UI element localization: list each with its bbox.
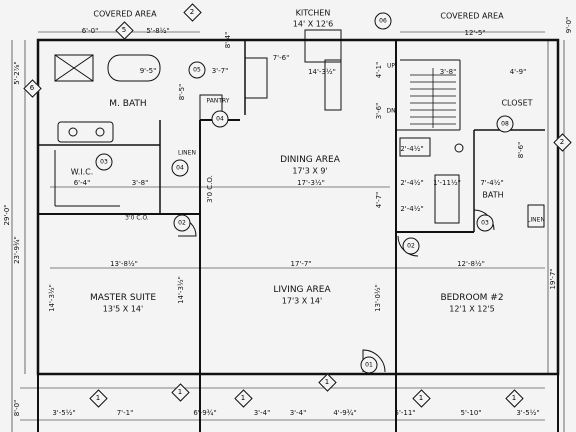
dim-6-4: 6'-4": [73, 179, 91, 187]
door-tag-01: 01: [360, 356, 378, 374]
dim-13-8: 13'-8½": [110, 260, 138, 268]
window-tag-1a: 1: [89, 389, 108, 408]
dim-v-4-1: 4'-1": [375, 61, 383, 79]
dim-6-0: 6'-0": [81, 27, 99, 35]
living-area-label: LIVING AREA: [273, 285, 331, 295]
door-tag-04b: 04: [171, 159, 189, 177]
dim-17-3: 17'-3½": [297, 179, 325, 187]
window-tag-1f: 1: [505, 389, 524, 408]
dim-v-5-2: 5'-2⅞": [13, 61, 21, 85]
dim-17-7: 17'-7": [290, 260, 312, 268]
door-tag-04a: 04: [211, 110, 229, 128]
dim-7-4: 7'-4½": [480, 179, 504, 187]
wic-label: W.I.C.: [70, 167, 94, 177]
dim-3-8b: 3'-8": [131, 179, 149, 187]
dim-v-19-7: 19'-7": [549, 268, 557, 290]
window-tag-5: 5: [115, 21, 134, 40]
linen-label-2: LINEN: [527, 216, 545, 224]
master-bath-label: M. BATH: [109, 99, 147, 109]
covered-area-left-label: COVERED AREA: [93, 9, 157, 19]
kitchen-label: KITCHEN: [295, 8, 331, 18]
master-suite-label: MASTER SUITE: [89, 293, 157, 303]
dining-area-label: DINING AREA: [280, 155, 340, 165]
dim-v-14-3b: 14'-3½": [177, 276, 185, 304]
bedroom-2-label: BEDROOM #2: [440, 293, 504, 303]
dim-12-8: 12'-8½": [457, 260, 485, 268]
door-tag-02b: 02: [402, 237, 420, 255]
dim-b-3-5b: 3'-5½": [516, 409, 540, 417]
window-tag-1b: 1: [171, 383, 190, 402]
dim-4-9: 4'-9": [509, 68, 527, 76]
dim-v-23: 23'-9¾": [13, 236, 21, 264]
linen-label-1: LINEN: [178, 149, 196, 157]
dim-12-5: 12'-5": [464, 29, 486, 37]
dim-v-29: 29'-0": [3, 204, 11, 226]
door-tag-06: 06: [374, 12, 392, 30]
dim-14-3: 14'-3½": [308, 68, 336, 76]
dim-v-9-0: 9'-0": [565, 16, 573, 34]
dim-2-4a: 2'-4½": [400, 145, 424, 153]
window-tag-2b: 2: [553, 133, 572, 152]
closet-label: CLOSET: [501, 98, 533, 108]
door-tag-03b: 03: [476, 214, 494, 232]
window-tag-1c: 1: [234, 389, 253, 408]
door-tag-02a: 02: [173, 214, 191, 232]
dim-v-8-4: 8'-4": [224, 31, 232, 49]
door-tag-05: 05: [188, 61, 206, 79]
window-tag-1d: 1: [318, 373, 337, 392]
dim-1-11: 1'-11½": [433, 179, 461, 187]
pantry-label: PANTRY: [206, 97, 230, 105]
dim-b-5-11: 5'-11": [394, 409, 416, 417]
dim-b-3-4b: 3'-4": [289, 409, 307, 417]
dim-v-13-0: 13'-0½": [374, 284, 382, 312]
dim-v-8: 8'-0": [13, 399, 21, 417]
stair-down-label: DN: [386, 107, 396, 115]
dim-b-6-9: 6'-9¾": [193, 409, 217, 417]
bath-label: BATH: [482, 190, 504, 200]
dim-v-14-3a: 14'-3½": [48, 284, 56, 312]
living-area-size: 17'3 X 14': [281, 296, 323, 306]
dining-area-size: 17'3 X 9': [292, 166, 328, 176]
dim-b-4-9: 4'-9¾": [333, 409, 357, 417]
dim-b-3-5: 3'-5½": [52, 409, 76, 417]
dim-b-3-4a: 3'-4": [253, 409, 271, 417]
dim-v-8-5: 8'-5": [178, 83, 186, 101]
dim-v-3-6: 3'-6": [375, 102, 383, 120]
dim-b-5-10: 5'-10": [460, 409, 482, 417]
dim-2-4c: 2'-4½": [400, 205, 424, 213]
dim-b-7-1: 7'-1": [116, 409, 134, 417]
dim-5-8: 5'-8½": [146, 27, 170, 35]
window-tag-6: 6: [23, 79, 42, 98]
dim-2-4b: 2'-4½": [400, 179, 424, 187]
window-tag-2a: 2: [183, 3, 202, 22]
dim-v-4-7: 4'-7": [375, 191, 383, 209]
dim-3-7: 3'-7": [211, 67, 229, 75]
dim-v-8-6: 8'-6": [517, 141, 525, 159]
dim-9-5: 9'-5": [139, 67, 157, 75]
dim-3-8a: 3'-8": [439, 68, 457, 76]
door-tag-08: 08: [496, 115, 514, 133]
cased-opening-label-2: 3'0 C.O.: [206, 175, 214, 203]
kitchen-size: 14' X 12'6: [292, 19, 334, 29]
stair-up-label: UP: [386, 62, 396, 70]
covered-area-right-label: COVERED AREA: [440, 11, 504, 21]
window-tag-1e: 1: [412, 389, 431, 408]
dim-7-6: 7'-6": [272, 54, 290, 62]
master-suite-size: 13'5 X 14': [102, 304, 144, 314]
door-tag-03a: 03: [95, 153, 113, 171]
cased-opening-label-1: 3'0 C.O.: [125, 214, 149, 222]
bedroom-2-size: 12'1 X 12'5: [449, 304, 495, 314]
